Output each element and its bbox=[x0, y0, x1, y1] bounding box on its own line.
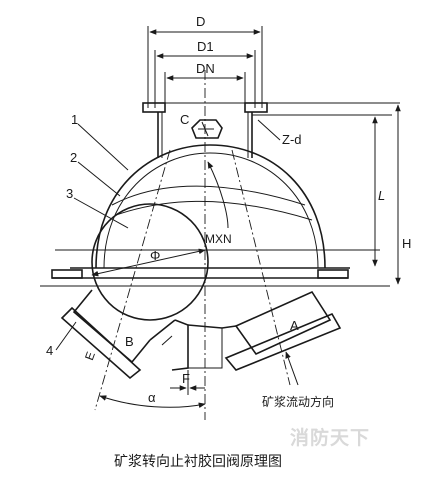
seat-c bbox=[191, 119, 223, 139]
dimension-d bbox=[147, 26, 263, 108]
label-h: H bbox=[402, 236, 411, 251]
label-l: L bbox=[378, 188, 385, 203]
alpha-arc bbox=[99, 395, 206, 408]
dimension-f bbox=[170, 370, 205, 395]
part-leaders bbox=[55, 123, 129, 351]
dimension-l bbox=[252, 114, 392, 267]
label-part-2: 2 bbox=[70, 150, 77, 165]
label-d1: D1 bbox=[197, 39, 214, 54]
label-phi: Φ bbox=[150, 248, 160, 263]
outlet-b bbox=[60, 289, 176, 380]
outlet-centerline bbox=[231, 149, 291, 386]
junction-f bbox=[171, 319, 237, 371]
label-part-3: 3 bbox=[66, 186, 73, 201]
label-d: D bbox=[196, 14, 205, 29]
label-f: F bbox=[182, 371, 190, 386]
flow-arrow bbox=[285, 351, 299, 386]
label-alpha: α bbox=[148, 390, 156, 405]
flow-direction-label: 矿浆流动方向 bbox=[262, 394, 334, 409]
valve-body bbox=[95, 144, 326, 269]
label-e: E bbox=[82, 350, 98, 362]
zd-leader bbox=[257, 119, 281, 141]
watermark: 消防天下 bbox=[290, 426, 370, 449]
mxn-arrow bbox=[207, 161, 229, 229]
label-b: B bbox=[125, 334, 134, 349]
label-part-1: 1 bbox=[71, 112, 78, 127]
label-mxn: MXN bbox=[205, 232, 232, 246]
inclined-centerline bbox=[94, 149, 171, 411]
diagram-caption: 矿浆转向止衬胶回阀原理图 bbox=[114, 453, 282, 470]
dimension-d1 bbox=[154, 50, 256, 108]
ball-disc bbox=[91, 203, 209, 321]
label-a: A bbox=[290, 318, 299, 333]
outlet-a bbox=[224, 290, 342, 371]
label-dn: DN bbox=[196, 61, 215, 76]
label-c: C bbox=[180, 112, 189, 127]
label-zd: Z-d bbox=[282, 132, 302, 147]
label-part-4: 4 bbox=[46, 343, 53, 358]
